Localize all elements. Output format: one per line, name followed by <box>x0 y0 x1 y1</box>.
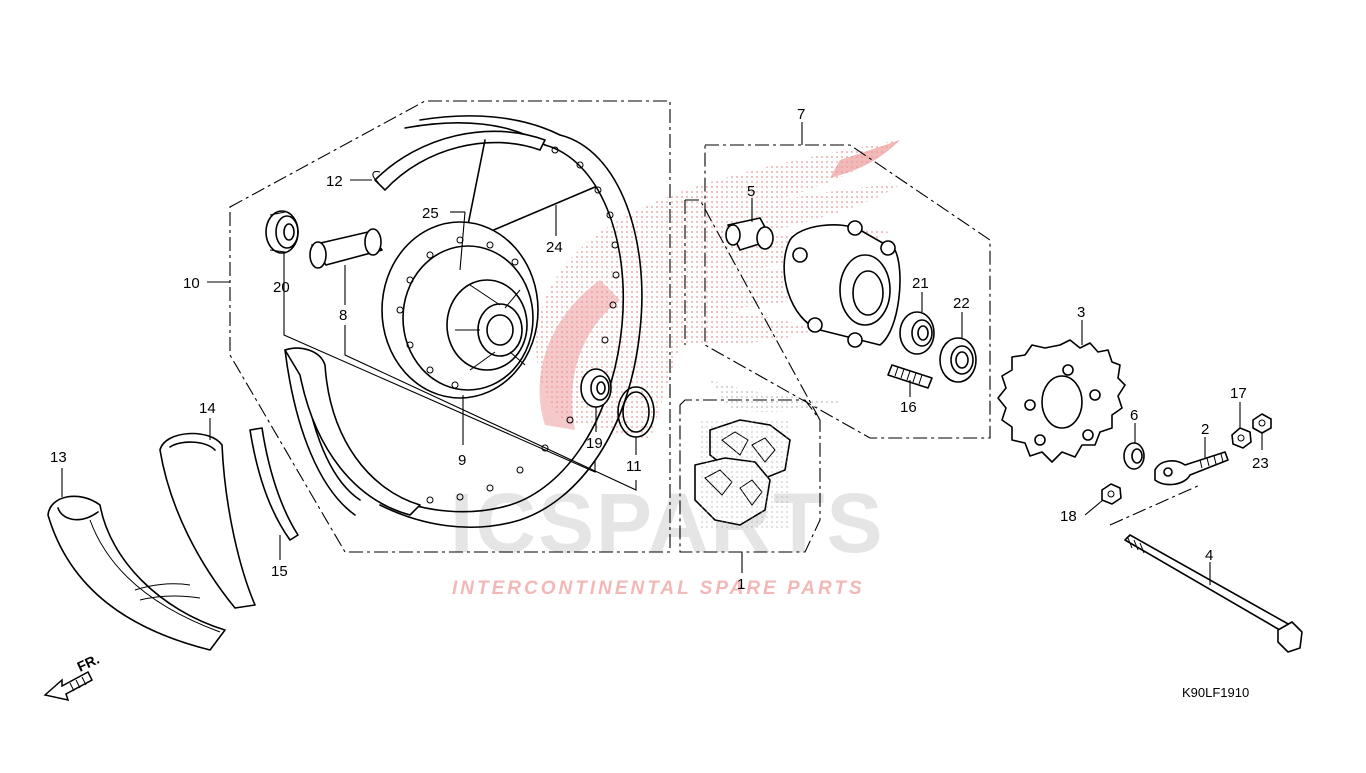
fr-arrow-icon <box>43 670 93 702</box>
flange-inner-outline <box>684 199 821 421</box>
oil-seal-22 <box>939 337 977 383</box>
callout-11: 11 <box>626 458 642 475</box>
stud-bolt-16 <box>887 364 933 389</box>
hub <box>381 221 539 399</box>
callout-25: 25 <box>422 205 439 222</box>
axle-leader-dash <box>1109 484 1201 526</box>
bearing-20 <box>265 210 299 254</box>
tube-14 <box>159 432 256 609</box>
rim <box>284 115 643 528</box>
flange-group-outline <box>704 144 991 439</box>
callouts: 10 12 25 24 20 8 9 19 11 14 13 15 1 7 5 … <box>50 106 1269 593</box>
callout-9: 9 <box>458 452 466 469</box>
bearing-21 <box>899 311 935 355</box>
callout-19: 19 <box>586 435 603 452</box>
rim-spoke-holes <box>426 146 620 504</box>
callout-6: 6 <box>1130 407 1138 424</box>
wing-logo <box>536 140 900 440</box>
callout-3: 3 <box>1077 304 1085 321</box>
driven-flange <box>783 220 901 348</box>
callout-16: 16 <box>900 399 917 416</box>
callout-18: 18 <box>1060 508 1077 525</box>
callout-1: 1 <box>737 576 745 593</box>
callout-5: 5 <box>747 183 755 200</box>
rim-strip <box>284 347 421 516</box>
watermark-tagline: INTERCONTINENTAL SPARE PARTS <box>452 578 865 599</box>
callout-17: 17 <box>1230 385 1247 402</box>
callout-22: 22 <box>953 295 970 312</box>
chain-adjuster-2 <box>1154 451 1229 486</box>
callout-13: 13 <box>50 449 67 466</box>
callout-12: 12 <box>326 173 343 190</box>
axle-4 <box>1124 534 1303 653</box>
callout-7: 7 <box>797 106 805 123</box>
callout-20: 20 <box>273 279 290 296</box>
nut-17 <box>1231 427 1252 449</box>
nut-18 <box>1101 483 1122 505</box>
diagram-code: K90LF1910 <box>1182 685 1249 700</box>
damper-rubbers <box>694 419 791 530</box>
distance-collar-8 <box>309 228 383 269</box>
rim-tape-15 <box>249 427 299 541</box>
bearing-19 <box>580 368 612 408</box>
callout-23: 23 <box>1252 455 1269 472</box>
rim-band <box>374 130 546 191</box>
watermark-brand: ICSPARTS <box>450 476 884 570</box>
tire-13 <box>47 495 226 651</box>
damper-group-outline <box>679 399 821 553</box>
collar-5 <box>725 217 774 251</box>
callout-10: 10 <box>183 275 200 292</box>
callout-15: 15 <box>271 563 288 580</box>
callout-4: 4 <box>1205 547 1213 564</box>
callout-2: 2 <box>1201 421 1209 438</box>
callout-8: 8 <box>339 307 347 324</box>
leader-lines <box>61 122 1263 585</box>
callout-24: 24 <box>546 239 563 256</box>
sprocket-3 <box>997 339 1126 463</box>
callout-21: 21 <box>912 275 929 292</box>
nut-23 <box>1252 413 1272 434</box>
callout-14: 14 <box>199 400 216 417</box>
fr-label: FR. <box>75 651 102 675</box>
collar-6 <box>1123 442 1145 470</box>
